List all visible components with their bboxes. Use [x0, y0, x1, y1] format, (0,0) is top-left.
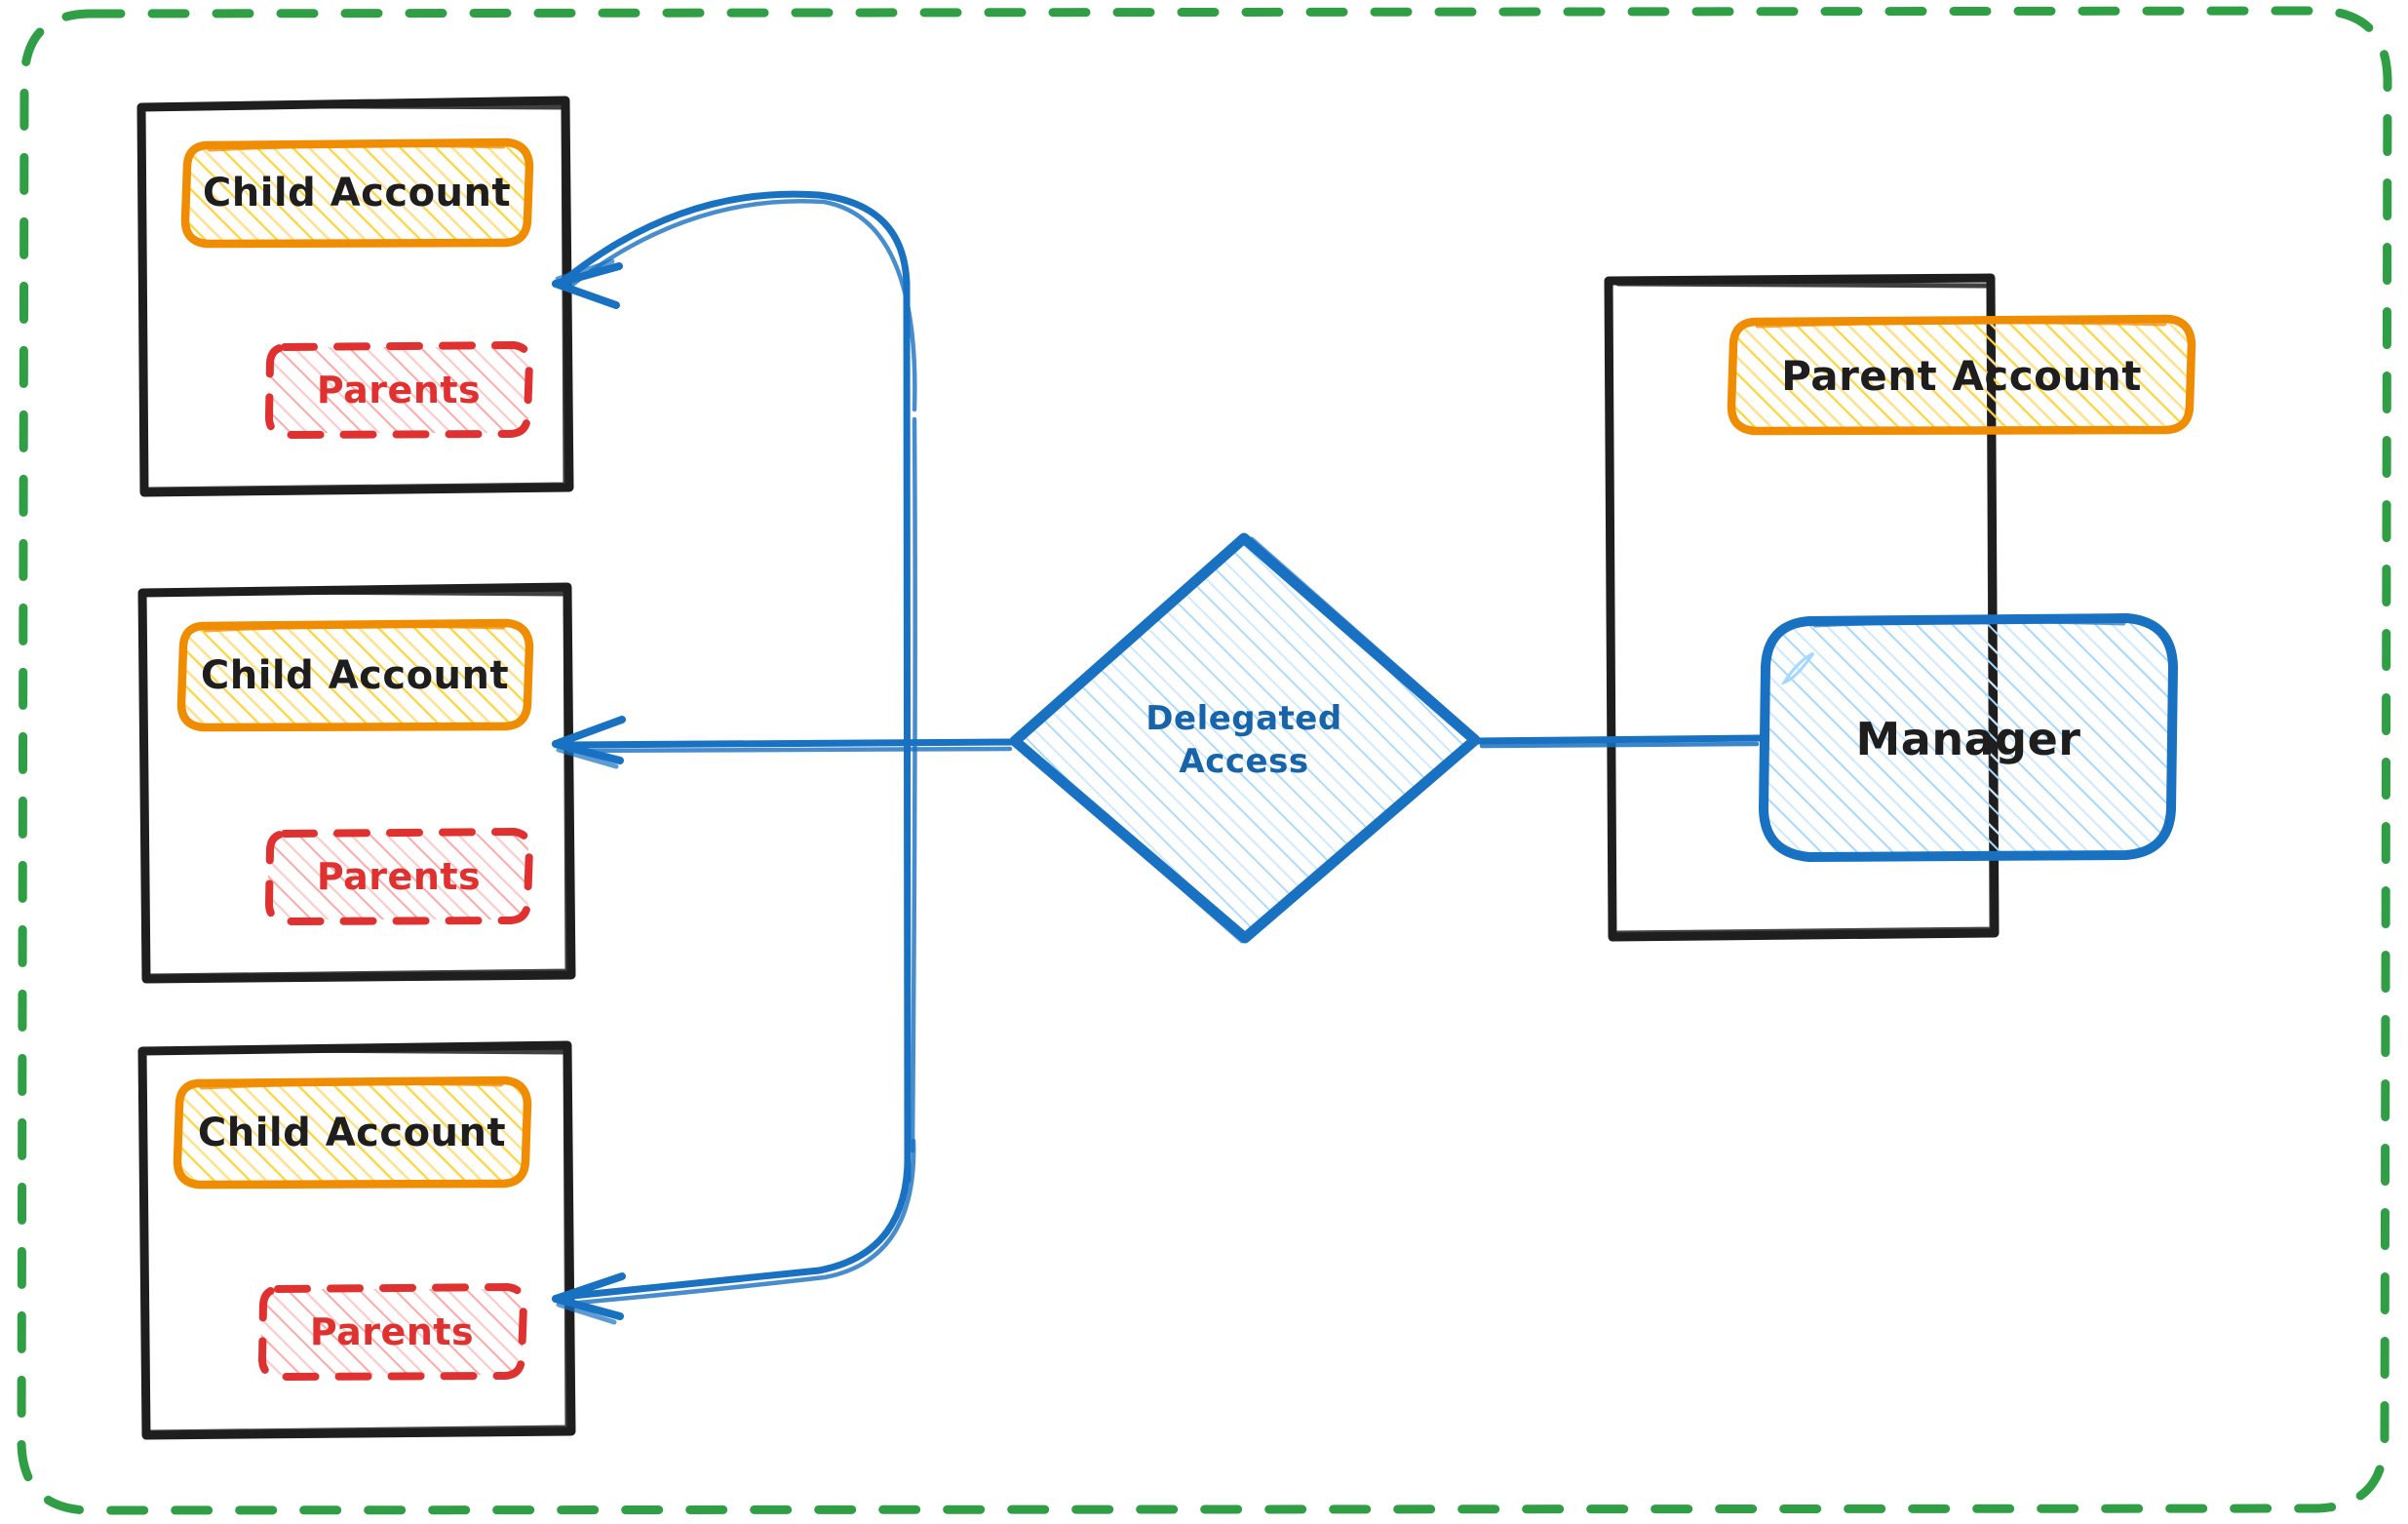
child-container-1[interactable] — [136, 96, 574, 497]
child-container-3[interactable] — [137, 1040, 576, 1440]
connector-trunk — [903, 279, 917, 1184]
connector-to-child-2 — [552, 716, 1018, 769]
connector-to-child-3 — [552, 1138, 916, 1325]
connector-to-child-1 — [552, 190, 917, 412]
connector-manager-to-delegated — [1474, 734, 1765, 749]
organization-boundary — [17, 6, 2392, 1515]
parent-container[interactable] — [1604, 273, 2196, 942]
delegated-access-node[interactable] — [1009, 532, 1481, 944]
child-container-2[interactable] — [137, 582, 576, 984]
